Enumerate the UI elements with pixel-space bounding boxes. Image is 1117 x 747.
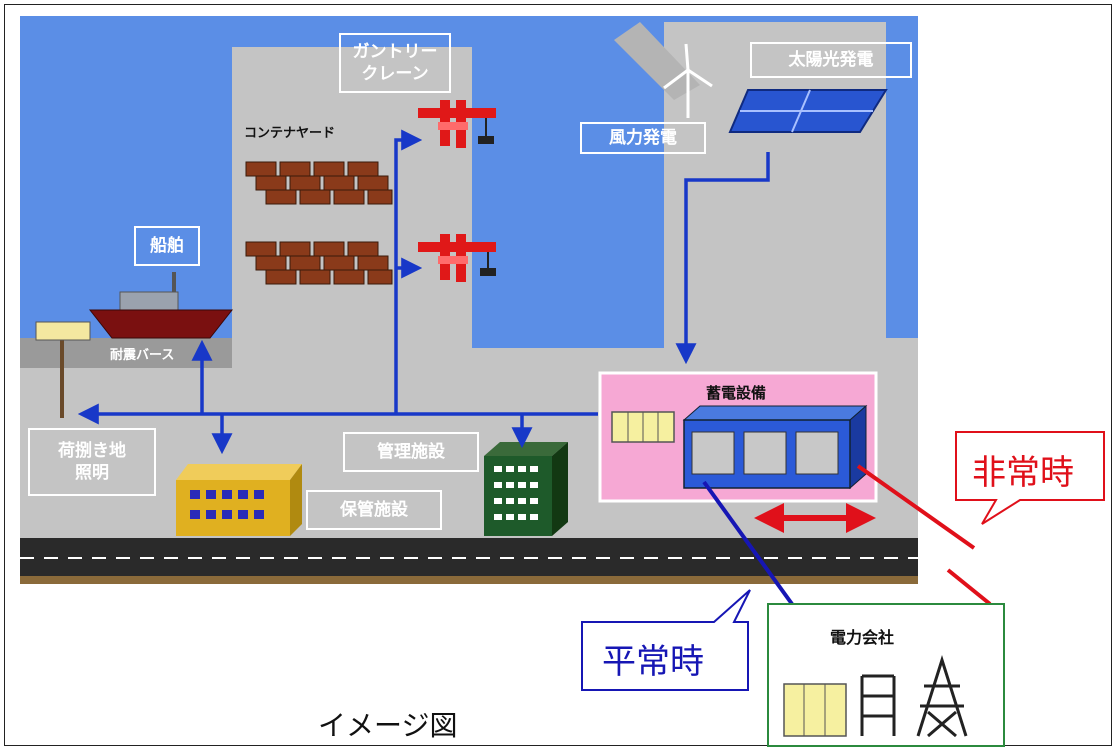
normal-callout-bubble (581, 589, 751, 691)
wind-turbine-icon (663, 43, 713, 118)
transmission-tower-icon (916, 655, 968, 738)
container-yard-label: コンテナヤード (244, 126, 336, 141)
normal-supply-line (702, 480, 794, 606)
gantry-crane-icon-lower (418, 234, 496, 282)
storage-building-icon (176, 464, 302, 536)
substation-icon (860, 674, 896, 736)
power-company-label: 電力会社 (830, 628, 895, 647)
emergency-line-lower (946, 568, 992, 606)
storage-facility-label: 保管施設 (306, 490, 442, 530)
gantry-crane-icon-upper (418, 100, 496, 148)
ship-label: 船舶 (134, 226, 200, 266)
small-battery-icon (611, 411, 675, 443)
emergency-line-upper (856, 464, 976, 550)
gantry-crane-label: ガントリー クレーン (339, 33, 451, 93)
solar-power-label: 太陽光発電 (750, 42, 912, 78)
road (20, 538, 918, 578)
lighting-pole-icon (35, 321, 91, 418)
emergency-label: 非常時 (972, 453, 1074, 493)
power-company-battery-icon (783, 683, 847, 737)
wind-power-label: 風力発電 (580, 122, 706, 154)
battery-unit-icon (682, 404, 868, 490)
normal-label: 平常時 (602, 642, 704, 682)
power-flow-lines (77, 129, 770, 455)
container-stack-upper (245, 161, 393, 205)
container-stack-lower (245, 241, 393, 285)
emergency-callout-bubble (955, 431, 1105, 525)
ship-icon (88, 272, 234, 339)
management-facility-label: 管理施設 (343, 432, 479, 472)
quake-berth-label: 耐震バース (110, 348, 175, 363)
figure-caption: イメージ図 (318, 709, 458, 742)
yard-lighting-label: 荷捌き地 照明 (28, 428, 156, 496)
road-edge (20, 576, 918, 584)
wind-band (614, 22, 700, 100)
management-building-icon (484, 442, 568, 536)
battery-storage-label: 蓄電設備 (706, 384, 767, 402)
